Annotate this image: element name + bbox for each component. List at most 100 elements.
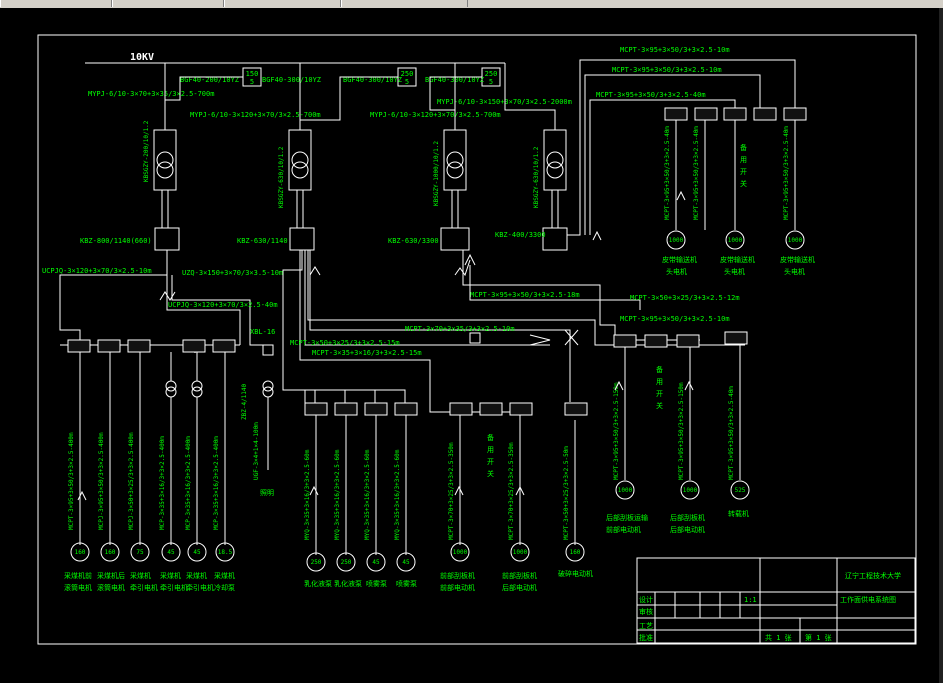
zbz-label: ZBZ-4/1140 [241, 383, 248, 420]
svg-text:前部刮板机: 前部刮板机 [440, 571, 475, 580]
transformer-label: KBSGZY-200/10/1.2 [143, 120, 150, 182]
svg-text:采煤机: 采煤机 [186, 571, 207, 580]
svg-text:MCPJ-3×95+3×50/3+3×2.5-400m: MCPJ-3×95+3×50/3+3×2.5-400m [98, 432, 105, 530]
feeder-cable: MYPJ-6/10-3×70+3×35/3×2.5-700m [88, 90, 214, 98]
switch-label: KBZ-630/3300 [388, 237, 439, 245]
motor-symbol [725, 230, 745, 250]
svg-text:皮带输送机: 皮带输送机 [720, 255, 755, 264]
svg-text:头电机: 头电机 [724, 267, 745, 276]
svg-text:滚筒电机: 滚筒电机 [64, 583, 92, 592]
cable-label: UCPJQ-3×120+3×70/3×2.5-40m [168, 301, 278, 309]
svg-text:关: 关 [740, 179, 747, 188]
app-toolbar [0, 0, 943, 8]
svg-text:采煤机: 采煤机 [160, 571, 181, 580]
svg-text:采煤机: 采煤机 [214, 571, 235, 580]
svg-text:MCPT-3×95+3×50/3+3×2.5-150m: MCPT-3×95+3×50/3+3×2.5-150m [613, 382, 620, 480]
left-switch-row [67, 339, 236, 398]
bottom-motor-group: 160 160 75 45 45 18.5 250 250 45 45 1000… [70, 480, 750, 572]
svg-text:MCPT-3×95+3×50/3+3×2.5-150m: MCPT-3×95+3×50/3+3×2.5-150m [678, 382, 685, 480]
svg-text:头电机: 头电机 [784, 267, 805, 276]
middle-motor-cables: MYQ-3×35+3×16/3+3×2.5-60m MYQ-3×35+3×16/… [304, 442, 570, 540]
feeder-cable: MYPJ-6/10-3×150+3×70/3×2.5-2000m [437, 98, 572, 106]
svg-text:250: 250 [401, 70, 414, 78]
svg-text:18.5: 18.5 [218, 549, 233, 556]
svg-text:MCP-3×35+3×16/3+3×2.5-400m: MCP-3×35+3×16/3+3×2.5-400m [159, 436, 166, 530]
motor-symbol [785, 230, 805, 250]
title-block [636, 557, 916, 644]
school-name: 辽宁工程技术大学 [845, 571, 901, 580]
svg-text:5: 5 [489, 78, 493, 86]
svg-text:冷却泵: 冷却泵 [214, 583, 235, 592]
svg-text:250: 250 [485, 70, 498, 78]
feeder-label: BGF40-300/10YZ [262, 76, 321, 84]
motor-symbol [666, 230, 686, 250]
svg-text:滚筒电机: 滚筒电机 [97, 583, 125, 592]
svg-text:5: 5 [250, 78, 254, 86]
xl-label: XBL-16 [250, 328, 275, 336]
designer-label: 设计 [639, 595, 653, 604]
svg-text:250: 250 [341, 559, 352, 566]
svg-text:5: 5 [405, 78, 409, 86]
feeder-lines [164, 63, 556, 130]
svg-text:喷雾泵: 喷雾泵 [396, 579, 417, 588]
svg-text:用: 用 [656, 378, 663, 386]
feeder-label: BGF40-300/10YZ [343, 76, 402, 84]
svg-text:破碎电动机: 破碎电动机 [558, 569, 593, 578]
svg-text:乳化液泵: 乳化液泵 [334, 579, 362, 588]
process-label: 工艺 [639, 622, 653, 630]
svg-text:采煤机后: 采煤机后 [97, 571, 125, 580]
cable-label: MCPT-3×35+3×16/3+3×2.5-15m [312, 349, 422, 357]
backup-switch-mid: 备 用 开 关 [487, 433, 494, 478]
zbz-symbol [262, 380, 274, 392]
transformer-connectors [161, 190, 559, 228]
vertical-scrollbar[interactable] [939, 8, 943, 683]
svg-text:MCPT-3×95+3×50/3+3×2.5-40m: MCPT-3×95+3×50/3+3×2.5-40m [783, 126, 790, 220]
svg-text:MCP-3×35+3×16/3+3×2.5-400m: MCP-3×35+3×16/3+3×2.5-400m [185, 436, 192, 530]
svg-text:牵引电机: 牵引电机 [186, 583, 214, 592]
cable-label: UZQ-3×150+3×70/3×3.5-10m [182, 269, 283, 277]
svg-text:备: 备 [487, 433, 494, 442]
svg-text:1000: 1000 [513, 549, 528, 556]
svg-text:关: 关 [487, 469, 494, 478]
svg-text:MCPT-3×95+3×50/3+3×2.5-40m: MCPT-3×95+3×50/3+3×2.5-40m [693, 126, 700, 220]
svg-text:备: 备 [740, 143, 747, 152]
svg-text:后部刮板机: 后部刮板机 [670, 513, 705, 522]
svg-text:用: 用 [740, 156, 747, 164]
svg-text:MCPT-3×70+3×25/3+3×2.5-350m: MCPT-3×70+3×25/3+3×2.5-350m [508, 442, 515, 540]
toolbar-tab[interactable] [341, 0, 468, 7]
svg-text:45: 45 [193, 549, 201, 556]
svg-text:牵引电机: 牵引电机 [160, 583, 188, 592]
svg-text:MCPT-3×50+3×25/3+3×2.5-50m: MCPT-3×50+3×25/3+3×2.5-50m [563, 446, 570, 540]
svg-text:MCPT-3×95+3×50/3+3×2.5-400m: MCPT-3×95+3×50/3+3×2.5-400m [68, 432, 75, 530]
approver-label: 批准 [639, 633, 653, 642]
middle-motor-lines [315, 415, 407, 555]
svg-text:喷雾泵: 喷雾泵 [366, 579, 387, 588]
toolbar-tab[interactable] [224, 0, 341, 7]
svg-text:MCPT-3×95+3×50/3+3×2.5-40m: MCPT-3×95+3×50/3+3×2.5-40m [728, 386, 735, 480]
right-distribution [462, 250, 741, 480]
right-motor-cables: MCPT-3×95+3×50/3+3×2.5-150m MCPT-3×95+3×… [613, 382, 735, 480]
cable-label: UCPJQ-3×120+3×70/3×2.5-10m [42, 267, 152, 275]
reviewer-label: 审核 [639, 607, 653, 616]
svg-text:前部刮板机: 前部刮板机 [502, 571, 537, 580]
svg-text:皮带输送机: 皮带输送机 [780, 255, 815, 264]
svg-text:皮带输送机: 皮带输送机 [662, 255, 697, 264]
svg-text:后部电动机: 后部电动机 [670, 525, 705, 534]
svg-text:1000: 1000 [788, 237, 803, 244]
svg-text:MCPT-3×95+3×50/3+3×2.5-40m: MCPT-3×95+3×50/3+3×2.5-40m [664, 126, 671, 220]
svg-text:后部刮板运输: 后部刮板运输 [606, 513, 648, 522]
svg-text:MCP-3×35+3×16/3+3×2.5-400m: MCP-3×35+3×16/3+3×2.5-400m [213, 436, 220, 530]
toolbar-tab[interactable] [112, 0, 224, 7]
svg-text:前部电动机: 前部电动机 [606, 525, 641, 534]
xl-box [262, 344, 274, 356]
toolbar-tab[interactable] [0, 0, 112, 7]
cable-label: MCPT-3×50+3×25/3+3×2.5-12m [630, 294, 740, 302]
svg-text:备: 备 [656, 365, 663, 374]
transformer-label: KBSGZY-630/10/1.2 [278, 146, 285, 208]
transformers [153, 129, 567, 191]
bus-label: 10KV [130, 52, 154, 63]
svg-text:45: 45 [372, 559, 380, 566]
svg-text:前部电动机: 前部电动机 [440, 583, 475, 592]
svg-text:1000: 1000 [453, 549, 468, 556]
